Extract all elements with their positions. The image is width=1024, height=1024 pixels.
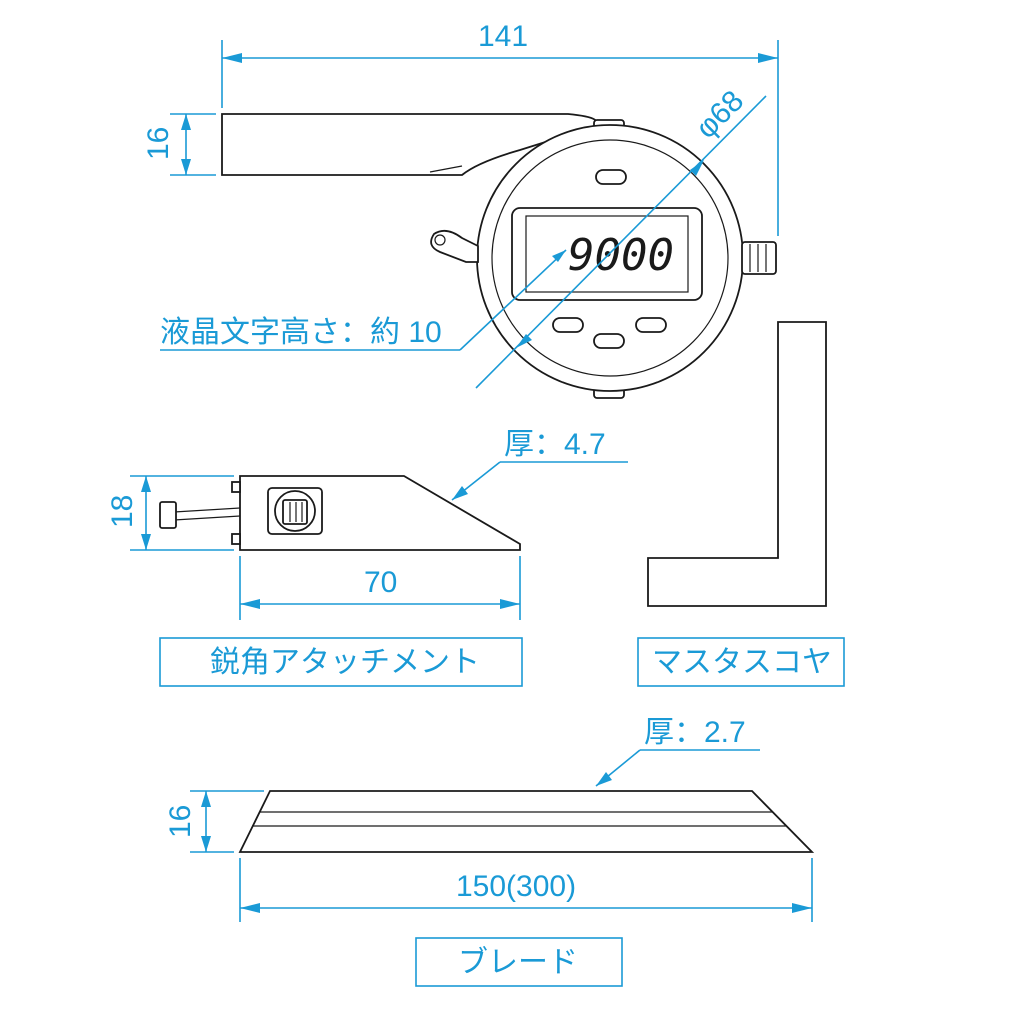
top-button[interactable] <box>595 169 627 185</box>
square-label: マスタスコヤ <box>652 646 832 679</box>
clip <box>430 229 479 263</box>
acute-angle-attachment: 18 70 厚：4.7 鋭角アタッチメント <box>106 428 628 687</box>
right-button[interactable] <box>635 317 667 333</box>
gauge-arm-height-dim: 16 <box>142 127 175 160</box>
blade-height-dim: 16 <box>164 805 197 838</box>
left-button[interactable] <box>552 317 584 333</box>
center-button[interactable] <box>593 333 625 349</box>
plunger-tip <box>159 501 177 529</box>
attachment-length-dim: 70 <box>364 566 397 599</box>
lcd-height-note: 液晶文字高さ：約 10 <box>160 316 442 349</box>
attachment-label-box <box>159 637 523 687</box>
pin-top <box>231 481 241 493</box>
blade-thickness-note: 厚：2.7 <box>644 716 746 749</box>
blade-body <box>238 790 815 853</box>
digital-gauge: 9000 141 16 φ68 <box>142 20 779 399</box>
lcd-reading: 9000 <box>568 230 674 281</box>
gauge-diameter-dim: φ68 <box>690 84 751 145</box>
lcd-screen <box>525 215 689 293</box>
blade-label-box <box>415 937 623 987</box>
attachment-thickness-note: 厚：4.7 <box>504 428 606 461</box>
blade-length-dim: 150(300) <box>456 870 576 903</box>
gauge-arm <box>221 113 598 176</box>
attachment-label: 鋭角アタッチメント <box>210 646 480 679</box>
master-square: マスタスコヤ <box>637 321 845 687</box>
lcd-frame <box>511 207 703 301</box>
pin-bottom <box>231 533 241 545</box>
blade-label: ブレード <box>458 946 578 979</box>
square-label-box <box>637 637 845 687</box>
blade: 16 150(300) 厚：2.7 ブレード <box>164 716 815 987</box>
right-knob[interactable] <box>741 241 777 275</box>
gauge-width-dim: 141 <box>478 20 528 53</box>
attachment-height-dim: 18 <box>106 495 139 528</box>
